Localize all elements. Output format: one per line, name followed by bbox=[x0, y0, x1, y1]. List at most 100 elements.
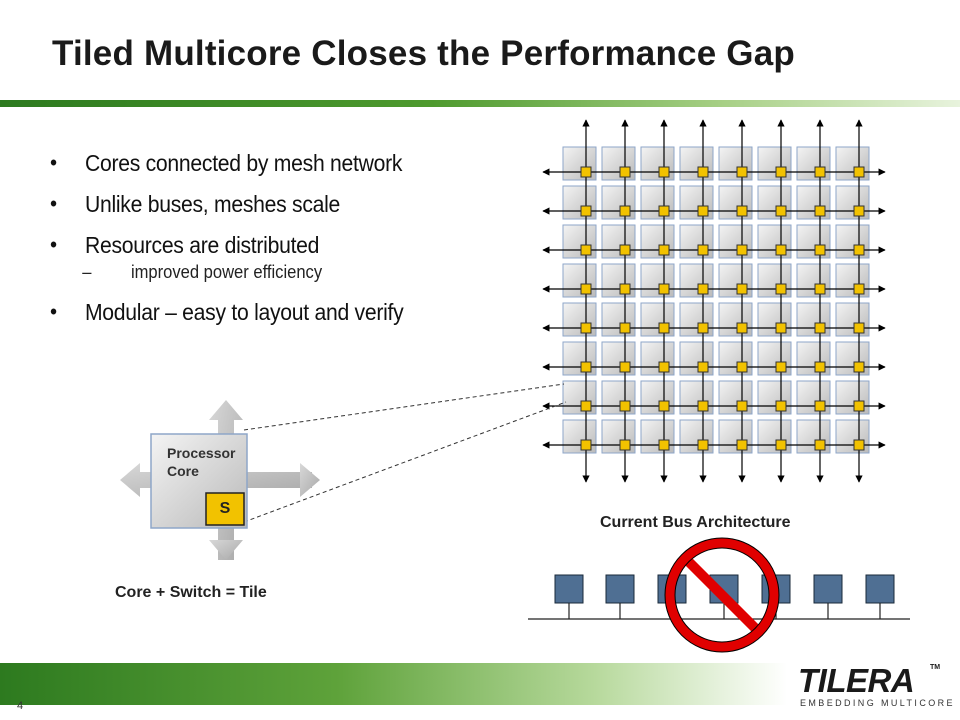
bullet-item: • Cores connected by mesh network bbox=[50, 144, 403, 185]
title-divider-bar bbox=[0, 100, 960, 107]
mesh-switch bbox=[775, 400, 787, 412]
zoom-callout-line-bottom bbox=[243, 401, 567, 523]
mesh-switch bbox=[814, 166, 826, 178]
mesh-switch bbox=[697, 439, 709, 451]
mesh-switch bbox=[658, 166, 670, 178]
bullet-item: • Unlike buses, meshes scale bbox=[50, 185, 403, 226]
mesh-switch bbox=[580, 205, 592, 217]
mesh-switch bbox=[580, 283, 592, 295]
mesh-switch bbox=[853, 322, 865, 334]
mesh-switch bbox=[619, 322, 631, 334]
prohibited-sign-icon bbox=[664, 537, 780, 653]
mesh-switch bbox=[658, 400, 670, 412]
mesh-switch bbox=[619, 205, 631, 217]
bullet-dot-icon: • bbox=[50, 299, 57, 324]
bus-node bbox=[865, 574, 895, 604]
bullet-text: Unlike buses, meshes scale bbox=[84, 191, 341, 217]
mesh-switch bbox=[619, 283, 631, 295]
mesh-switch bbox=[814, 439, 826, 451]
mesh-switch bbox=[853, 166, 865, 178]
mesh-switch bbox=[658, 361, 670, 373]
mesh-switch bbox=[619, 166, 631, 178]
switch-label: S bbox=[219, 500, 231, 517]
mesh-switch bbox=[658, 322, 670, 334]
logo-tagline: EMBEDDING MULTICORE bbox=[800, 698, 955, 708]
mesh-switch bbox=[853, 205, 865, 217]
mesh-switch bbox=[814, 244, 826, 256]
bus-architecture-title: Current Bus Architecture bbox=[600, 514, 791, 531]
bullet-text: Modular – easy to layout and verify bbox=[84, 299, 404, 325]
mesh-switch bbox=[736, 205, 748, 217]
mesh-switch bbox=[814, 205, 826, 217]
mesh-switch bbox=[580, 244, 592, 256]
mesh-switch bbox=[697, 283, 709, 295]
mesh-switch bbox=[736, 322, 748, 334]
tile-caption: Core + Switch = Tile bbox=[115, 584, 267, 601]
bus-node bbox=[813, 574, 843, 604]
mesh-switch bbox=[736, 166, 748, 178]
mesh-switch bbox=[580, 361, 592, 373]
mesh-switch bbox=[736, 400, 748, 412]
mesh-switch bbox=[697, 205, 709, 217]
processor-core-label: Processor Core bbox=[167, 445, 236, 479]
mesh-switch bbox=[580, 439, 592, 451]
mesh-switch bbox=[775, 205, 787, 217]
bullet-dot-icon: • bbox=[50, 150, 57, 175]
mesh-switch bbox=[814, 400, 826, 412]
mesh-switch bbox=[775, 283, 787, 295]
mesh-switch bbox=[619, 244, 631, 256]
zoom-callout-line-top bbox=[243, 383, 565, 431]
bullet-text: Resources are distributed bbox=[84, 232, 320, 258]
bullet-dot-icon: • bbox=[50, 232, 57, 257]
mesh-switch bbox=[814, 283, 826, 295]
mesh-switch bbox=[736, 439, 748, 451]
mesh-switch bbox=[853, 400, 865, 412]
mesh-switch bbox=[853, 439, 865, 451]
page-title: Tiled Multicore Closes the Performance G… bbox=[52, 34, 795, 73]
mesh-switch bbox=[658, 205, 670, 217]
mesh-switch bbox=[580, 322, 592, 334]
mesh-switch bbox=[814, 322, 826, 334]
mesh-switch bbox=[736, 244, 748, 256]
mesh-switch bbox=[658, 283, 670, 295]
sub-bullet-dash-icon: – bbox=[82, 262, 92, 282]
mesh-switch bbox=[853, 361, 865, 373]
mesh-switch bbox=[775, 244, 787, 256]
sub-bullet-text: improved power efficiency bbox=[130, 262, 323, 282]
bullet-list: • Cores connected by mesh network • Unli… bbox=[50, 144, 434, 334]
switch-box bbox=[205, 492, 245, 526]
page-number: 4 bbox=[17, 700, 24, 712]
mesh-switch bbox=[775, 166, 787, 178]
bullet-dot-icon: • bbox=[50, 191, 57, 216]
mesh-switch bbox=[619, 361, 631, 373]
mesh-switch bbox=[697, 361, 709, 373]
mesh-switch bbox=[580, 166, 592, 178]
mesh-network-diagram bbox=[542, 119, 886, 483]
logo-trademark: TM bbox=[930, 664, 941, 671]
mesh-switch bbox=[775, 361, 787, 373]
processor-core-box bbox=[150, 433, 248, 529]
mesh-switch bbox=[580, 400, 592, 412]
mesh-switch bbox=[775, 322, 787, 334]
mesh-switch bbox=[658, 244, 670, 256]
mesh-switch bbox=[853, 283, 865, 295]
mesh-switch bbox=[736, 361, 748, 373]
bus-node bbox=[605, 574, 635, 604]
bus-node bbox=[554, 574, 584, 604]
mesh-switch bbox=[775, 439, 787, 451]
mesh-switch bbox=[697, 322, 709, 334]
footer-bar bbox=[0, 663, 960, 705]
bullet-item: • Modular – easy to layout and verify bbox=[50, 293, 404, 334]
sub-bullet-item: – improved power efficiency bbox=[50, 259, 403, 293]
mesh-switch bbox=[619, 439, 631, 451]
mesh-switch bbox=[658, 439, 670, 451]
logo-wordmark: TILERA bbox=[798, 662, 915, 699]
mesh-switch bbox=[736, 283, 748, 295]
bullet-text: Cores connected by mesh network bbox=[84, 150, 403, 176]
mesh-switch bbox=[697, 400, 709, 412]
mesh-switch bbox=[619, 400, 631, 412]
mesh-switch bbox=[814, 361, 826, 373]
mesh-switch bbox=[697, 166, 709, 178]
mesh-switch bbox=[853, 244, 865, 256]
